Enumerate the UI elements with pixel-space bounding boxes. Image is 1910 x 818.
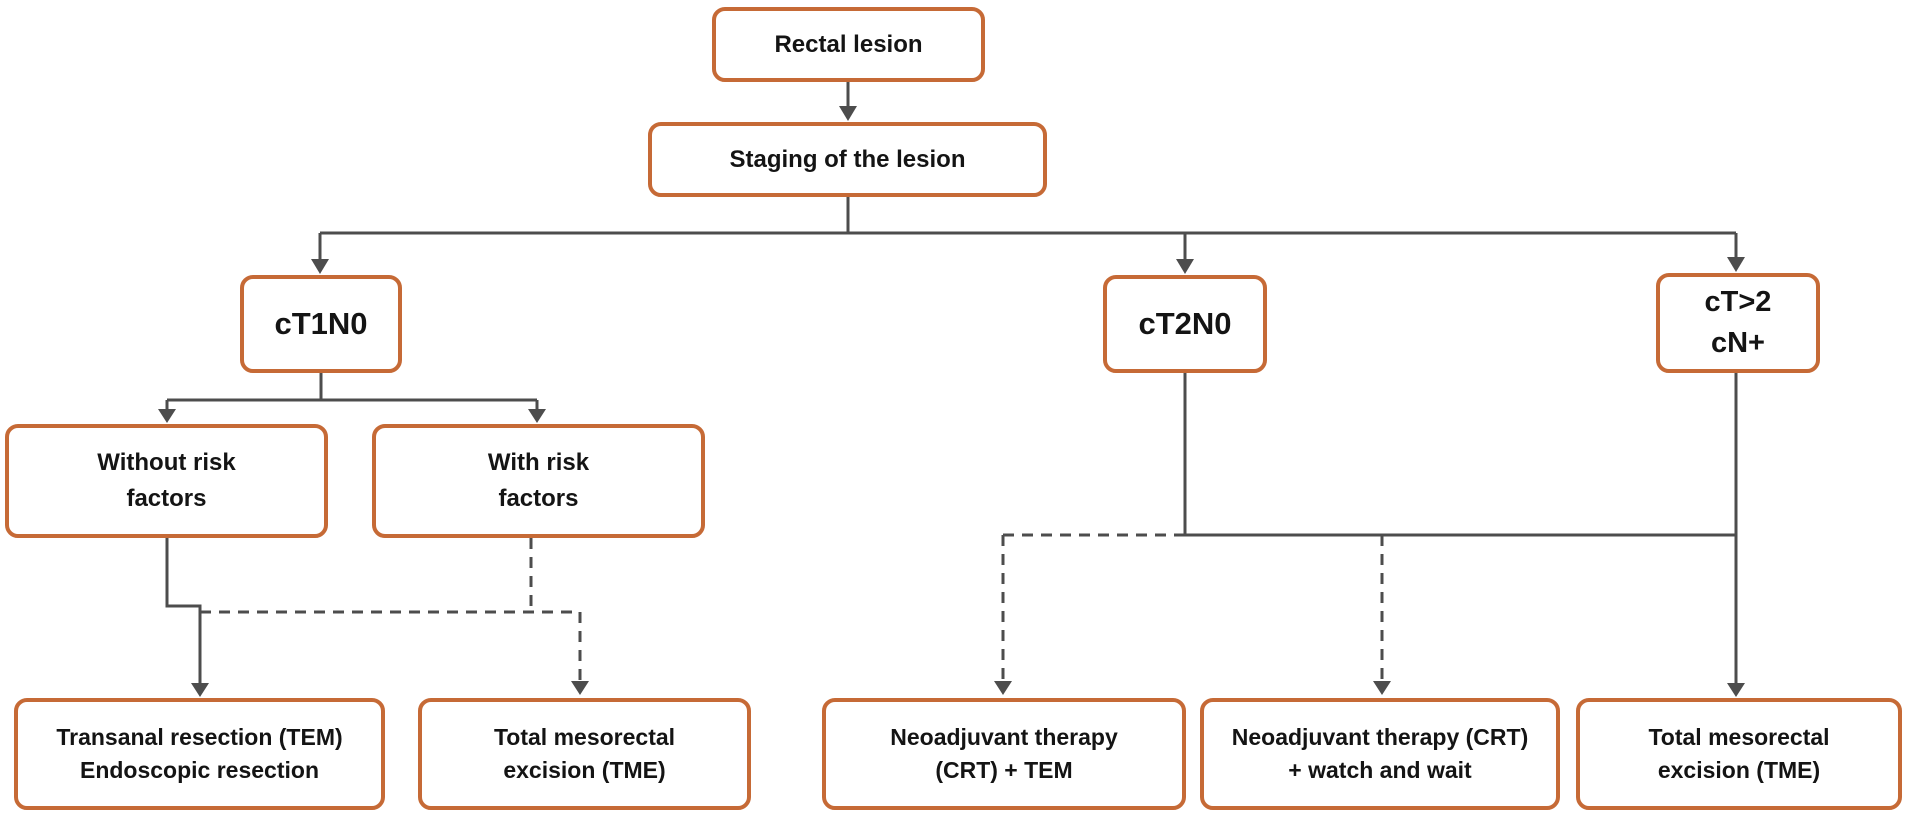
node-ct2n0: cT2N0 (1103, 275, 1267, 373)
edge-staging-ct1n0 (311, 233, 329, 274)
node-crt-tem: Neoadjuvant therapy (CRT) + TEM (822, 698, 1186, 810)
node-rectal-lesion-label: Rectal lesion (774, 30, 923, 58)
node-ctgt2: cT>2 cN+ (1656, 273, 1820, 373)
edge-ct2n0-crt-tem (994, 533, 1185, 695)
node-tme-left-label: Total mesorectal excision (TME) (493, 724, 676, 783)
node-without-risk: Without risk factors (5, 424, 328, 538)
edge-ct2n0-crt-watch (1373, 535, 1391, 695)
node-transanal-resection: Transanal resection (TEM) Endoscopic res… (14, 698, 385, 810)
node-transanal-resection-label: Transanal resection (TEM) Endoscopic res… (56, 724, 343, 783)
node-ct2n0-label: cT2N0 (1138, 305, 1232, 341)
node-crt-watch-and-wait: Neoadjuvant therapy (CRT) + watch and wa… (1200, 698, 1560, 810)
node-crt-tem-label: Neoadjuvant therapy (CRT) + TEM (890, 724, 1118, 783)
edge-rectal-lesion-staging (839, 82, 857, 121)
node-tme-right: Total mesorectal excision (TME) (1576, 698, 1902, 810)
node-without-risk-label: Without risk factors (97, 449, 236, 512)
edge-with-risk-tme-left (200, 538, 589, 695)
edge-staging-ct2n0 (1176, 233, 1194, 274)
node-ct1n0: cT1N0 (240, 275, 402, 373)
edge-ct1n0-without-risk (158, 400, 176, 423)
node-ctgt2-label: cT>2 cN+ (1704, 286, 1772, 359)
node-rectal-lesion: Rectal lesion (712, 7, 985, 82)
node-tme-left: Total mesorectal excision (TME) (418, 698, 751, 810)
edge-without-risk-transanal (165, 538, 209, 697)
node-staging: Staging of the lesion (648, 122, 1047, 197)
edge-ctgt2-tme-right (1727, 373, 1745, 697)
node-staging-label: Staging of the lesion (729, 145, 966, 173)
node-tme-right-label: Total mesorectal excision (TME) (1648, 724, 1830, 783)
edge-staging-branch-rail (320, 197, 1736, 235)
edge-ct1n0-rail (167, 373, 537, 402)
node-with-risk-label: With risk factors (487, 449, 590, 512)
edge-ct2n0-rail (1183, 373, 1736, 537)
node-with-risk: With risk factors (372, 424, 705, 538)
edge-ct1n0-with-risk (528, 400, 546, 423)
node-ct1n0-label: cT1N0 (274, 305, 368, 341)
node-crt-watch-and-wait-label: Neoadjuvant therapy (CRT) + watch and wa… (1231, 724, 1529, 783)
edge-staging-ctgt2 (1727, 233, 1745, 272)
